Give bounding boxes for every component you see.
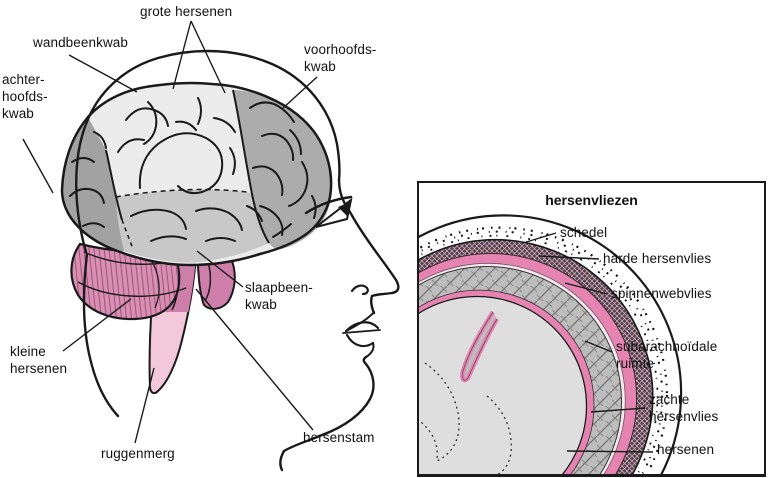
leader-voorhoofdskwab bbox=[281, 76, 318, 110]
leader-zachte-hersenvlies bbox=[590, 407, 646, 413]
label-hersenen: hersenen bbox=[657, 442, 715, 457]
lower-lip-line bbox=[345, 333, 375, 348]
cerebrum-outline bbox=[60, 81, 333, 267]
mouth-seam-line bbox=[342, 329, 381, 334]
nostril-line bbox=[350, 284, 369, 296]
leader-wandbeenkwab bbox=[68, 54, 138, 93]
label-wandbeenkwab: wandbeenkwab bbox=[33, 35, 129, 50]
label-achterhoofdskwab: achter- hoofds- kwab bbox=[2, 72, 48, 121]
leader-ruggenmerg bbox=[134, 367, 155, 444]
leader-hersenen bbox=[566, 450, 654, 453]
leader-kleine-hersenen bbox=[62, 298, 132, 352]
label-spinnenwebvlies: spinnenwebvlies bbox=[611, 286, 712, 301]
face-profile-line bbox=[337, 178, 400, 315]
label-zachte-hersenvlies: zachte hersenvlies bbox=[649, 392, 719, 424]
leader-schedel bbox=[522, 232, 557, 244]
brain-layer bbox=[419, 295, 588, 475]
neck-back-line bbox=[82, 252, 120, 418]
eye-pupil bbox=[338, 202, 350, 216]
leader-hersenstam bbox=[195, 288, 314, 431]
eyebrow-line bbox=[304, 195, 353, 215]
label-ruggenmerg: ruggenmerg bbox=[101, 446, 175, 461]
head-figure bbox=[22, 20, 400, 472]
leader-harde-hersenvlies bbox=[538, 255, 600, 260]
meninges-inset bbox=[417, 181, 766, 477]
label-kleine-hersenen: kleine hersenen bbox=[10, 344, 68, 376]
leader-achterhoofdskwab bbox=[22, 138, 54, 194]
temporal-lobe-shape bbox=[116, 189, 269, 263]
lip-top-line bbox=[344, 321, 380, 333]
inset-title: hersenvliezen bbox=[545, 192, 638, 208]
gyri-lines bbox=[69, 97, 317, 242]
cerebrum-group bbox=[60, 81, 333, 267]
label-hersenstam: hersenstam bbox=[303, 430, 375, 445]
label-voorhoofdskwab: voorhoofds- kwab bbox=[304, 42, 377, 74]
leader-lines-inset bbox=[522, 232, 654, 453]
chin-jaw-line bbox=[279, 355, 375, 472]
leader-lines-left bbox=[22, 20, 318, 444]
leader-spinnenwebvlies bbox=[564, 282, 608, 295]
leader-slaapbeenkwab bbox=[196, 250, 244, 288]
head-profile bbox=[75, 49, 400, 472]
lip-chin-line bbox=[365, 342, 375, 358]
label-subarachnoidale-ruimte: subarachnoïdale ruimte bbox=[616, 339, 718, 371]
skull-outline bbox=[75, 49, 341, 254]
frontal-lobe-shape bbox=[233, 90, 332, 250]
label-schedel: schedel bbox=[560, 225, 608, 240]
label-grote-hersenen: grote hersenen bbox=[140, 4, 233, 19]
leader-subarachnoidale-ruimte bbox=[584, 340, 613, 353]
label-slaapbeenkwab: slaapbeen- kwab bbox=[245, 280, 313, 312]
label-harde-hersenvlies: harde hersenvlies bbox=[603, 251, 712, 266]
leader-grote-hersenen bbox=[172, 20, 226, 94]
